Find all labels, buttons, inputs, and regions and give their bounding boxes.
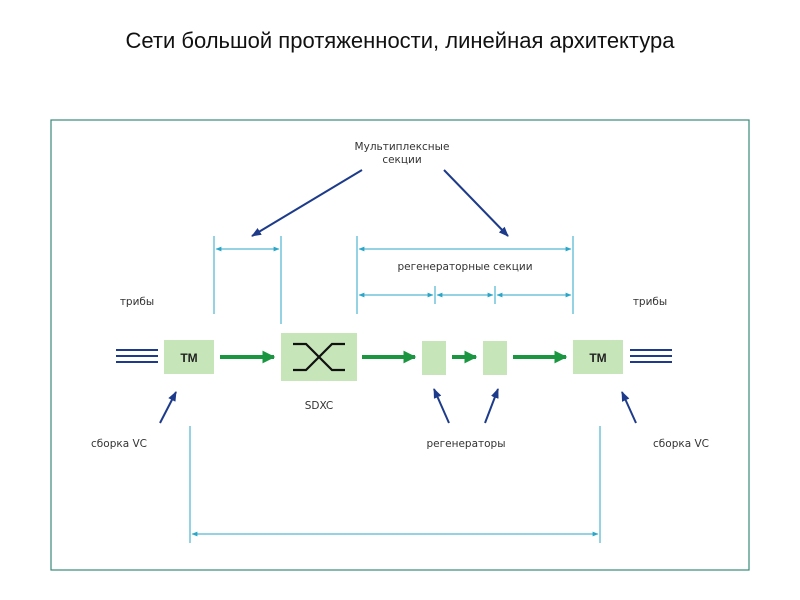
regen-sections-label: регенераторные секции [397,261,532,273]
regenerator-2 [483,341,507,375]
regenerators-label: регенераторы [426,438,505,450]
tm-right-node: TM [573,340,623,374]
assembly-vc-left-label: сборка VC [91,438,147,450]
diagram-frame [50,119,750,571]
multiplex-pointer-left [251,169,363,237]
regenerator-pointer-right [484,388,499,424]
cross-connect-icon [293,342,345,372]
regenerator-1 [422,341,446,375]
multiplex-sections-label-line2: секции [382,154,421,166]
sdxc-label: SDXC [305,400,334,412]
slide-title: Сети большой протяженности, линейная арх… [125,28,675,53]
multiplex-sections-label-line1: Мультиплексные [355,141,450,153]
tribs-left-lines [116,349,158,363]
tribs-right-lines [630,349,672,363]
assembly-right-pointer [621,391,637,424]
tribs-left-label: трибы [120,296,154,308]
regenerator-pointer-left [433,388,450,424]
tm-left-node: TM [164,340,214,374]
tm-left-label: TM [180,351,197,365]
assembly-vc-right-label: сборка VC [653,438,709,450]
multiplex-pointer-right [443,169,509,237]
sdxc-node [281,333,357,381]
tm-right-label: TM [589,351,606,365]
tribs-right-label: трибы [633,296,667,308]
assembly-left-pointer [159,391,177,424]
